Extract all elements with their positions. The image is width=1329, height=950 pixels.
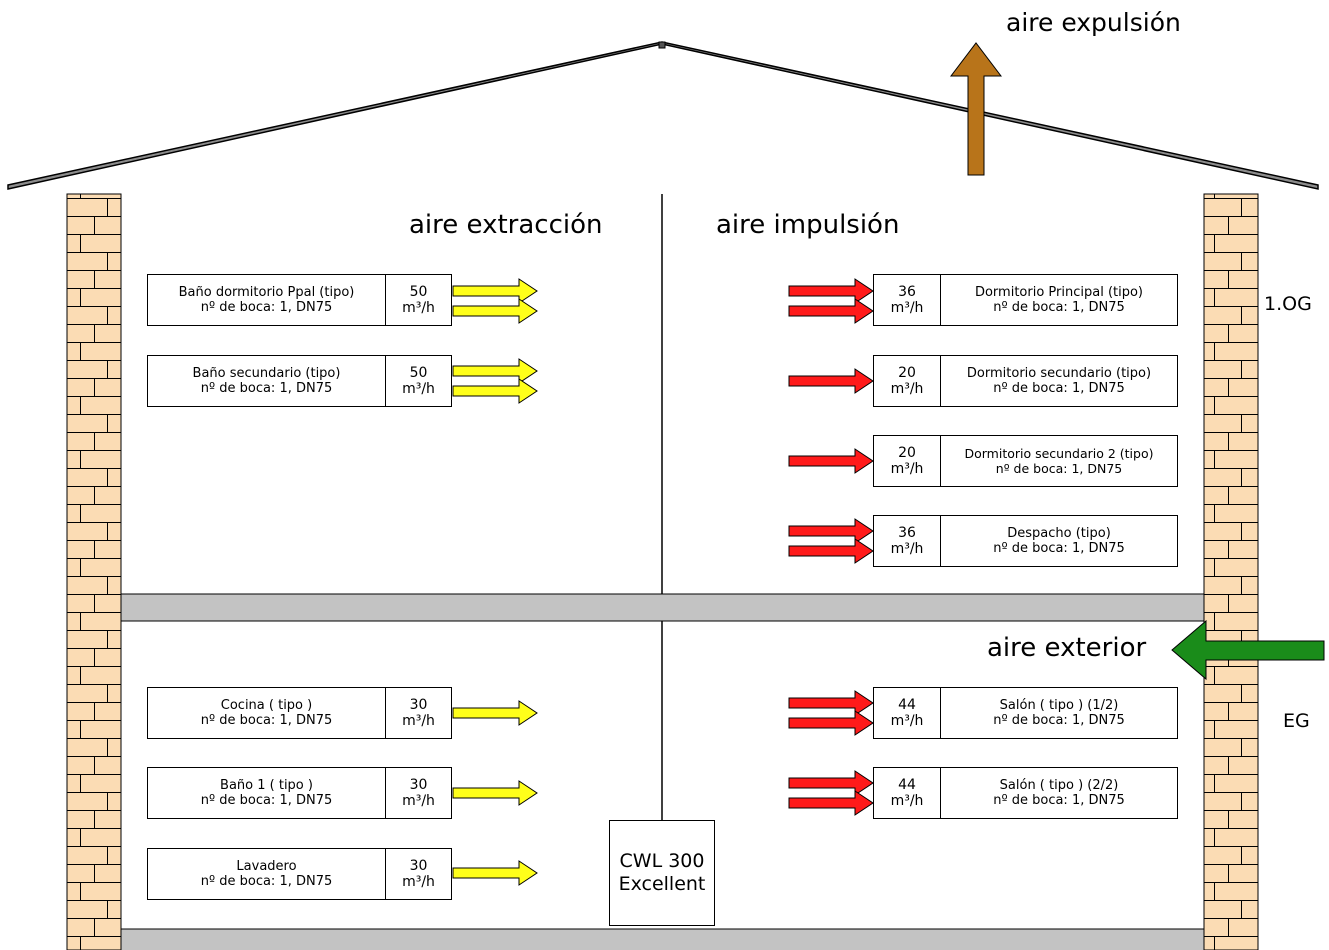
flow-value: 36 [898, 284, 916, 300]
extract-room-box: Baño dormitorio Ppal (tipo) nº de boca: … [147, 274, 452, 326]
flow-unit: m³/h [890, 793, 924, 809]
extract-arrow [452, 700, 538, 726]
supply-room-box: 20 m³/h Dormitorio secundario (tipo) nº … [873, 355, 1178, 407]
unit-variant: Excellent [618, 873, 706, 895]
supply-arrow [788, 448, 874, 474]
room-name: Dormitorio secundario (tipo) [966, 366, 1152, 381]
room-name: Despacho (tipo) [1007, 526, 1111, 541]
floor-label-upper: 1.OG [1264, 293, 1312, 315]
supply-air-label: aire impulsión [716, 210, 900, 240]
room-outlets: nº de boca: 1, DN75 [200, 381, 333, 396]
floor-slab-upper [120, 593, 1205, 622]
flow-unit: m³/h [402, 793, 435, 809]
room-name: Baño 1 ( tipo ) [220, 778, 313, 793]
flow-unit: m³/h [402, 300, 435, 316]
room-name: Lavadero [236, 859, 297, 874]
flow-value: 44 [898, 777, 916, 793]
flow-unit: m³/h [402, 381, 435, 397]
extract-arrow [452, 860, 538, 886]
flow-unit: m³/h [402, 874, 435, 890]
room-outlets: nº de boca: 1, DN75 [995, 461, 1123, 476]
supply-arrow [788, 790, 874, 816]
flow-unit: m³/h [402, 713, 435, 729]
supply-room-box: 44 m³/h Salón ( tipo ) (1/2) nº de boca:… [873, 687, 1178, 739]
flow-value: 44 [898, 697, 916, 713]
unit-model: CWL 300 [619, 850, 705, 872]
flow-value: 36 [898, 525, 916, 541]
room-outlets: nº de boca: 1, DN75 [200, 300, 333, 315]
extract-room-box: Lavadero nº de boca: 1, DN75 30 m³/h [147, 848, 452, 900]
extract-room-box: Baño secundario (tipo) nº de boca: 1, DN… [147, 355, 452, 407]
flow-value: 20 [898, 445, 916, 461]
supply-arrow [788, 278, 874, 304]
exhaust-arrow [949, 42, 1003, 176]
supply-arrow [788, 770, 874, 796]
flow-unit: m³/h [890, 541, 924, 557]
room-outlets: nº de boca: 1, DN75 [200, 874, 333, 889]
room-outlets: nº de boca: 1, DN75 [993, 713, 1125, 728]
supply-room-box: 36 m³/h Despacho (tipo) nº de boca: 1, D… [873, 515, 1178, 567]
room-outlets: nº de boca: 1, DN75 [993, 381, 1125, 396]
room-outlets: nº de boca: 1, DN75 [200, 793, 333, 808]
extract-room-box: Cocina ( tipo ) nº de boca: 1, DN75 30 m… [147, 687, 452, 739]
extract-arrow [452, 278, 538, 304]
supply-arrow [788, 518, 874, 544]
extract-room-box: Baño 1 ( tipo ) nº de boca: 1, DN75 30 m… [147, 767, 452, 819]
flow-value: 20 [898, 365, 916, 381]
flow-value: 30 [409, 858, 428, 874]
room-name: Baño secundario (tipo) [192, 366, 341, 381]
flow-value: 30 [409, 777, 428, 793]
floor-slab-ground [120, 928, 1205, 950]
extract-arrow [452, 378, 538, 404]
flow-unit: m³/h [890, 713, 924, 729]
flow-unit: m³/h [890, 300, 924, 316]
room-outlets: nº de boca: 1, DN75 [993, 300, 1125, 315]
room-name: Cocina ( tipo ) [220, 698, 313, 713]
room-name: Baño dormitorio Ppal (tipo) [178, 285, 355, 300]
extract-arrow [452, 780, 538, 806]
supply-room-box: 36 m³/h Dormitorio Principal (tipo) nº d… [873, 274, 1178, 326]
supply-room-box: 44 m³/h Salón ( tipo ) (2/2) nº de boca:… [873, 767, 1178, 819]
extract-arrow [452, 358, 538, 384]
supply-arrow [788, 710, 874, 736]
flow-value: 50 [409, 284, 428, 300]
exhaust-air-label: aire expulsión [1006, 8, 1181, 37]
room-name: Dormitorio Principal (tipo) [974, 285, 1144, 300]
supply-room-box: 20 m³/h Dormitorio secundario 2 (tipo) n… [873, 435, 1178, 487]
room-name: Dormitorio secundario 2 (tipo) [964, 446, 1154, 461]
supply-arrow [788, 538, 874, 564]
extract-arrow [452, 298, 538, 324]
left-wall [66, 193, 122, 950]
flow-unit: m³/h [890, 381, 924, 397]
room-name: Salón ( tipo ) (2/2) [999, 778, 1119, 793]
right-wall [1203, 193, 1259, 950]
outdoor-air-arrow [1171, 619, 1325, 681]
room-outlets: nº de boca: 1, DN75 [200, 713, 333, 728]
supply-arrow [788, 690, 874, 716]
roof-ridge [658, 41, 666, 49]
supply-arrow [788, 298, 874, 324]
room-outlets: nº de boca: 1, DN75 [993, 541, 1125, 556]
supply-arrow [788, 368, 874, 394]
flow-value: 50 [409, 365, 428, 381]
floor-label-ground: EG [1283, 710, 1310, 732]
flow-value: 30 [409, 697, 428, 713]
flow-unit: m³/h [890, 461, 924, 477]
room-outlets: nº de boca: 1, DN75 [993, 793, 1125, 808]
outdoor-air-label: aire exterior [987, 633, 1147, 663]
roof [7, 41, 1319, 190]
room-name: Salón ( tipo ) (1/2) [999, 698, 1119, 713]
extract-air-label: aire extracción [409, 210, 603, 240]
ventilation-unit-box: CWL 300 Excellent [609, 820, 715, 926]
